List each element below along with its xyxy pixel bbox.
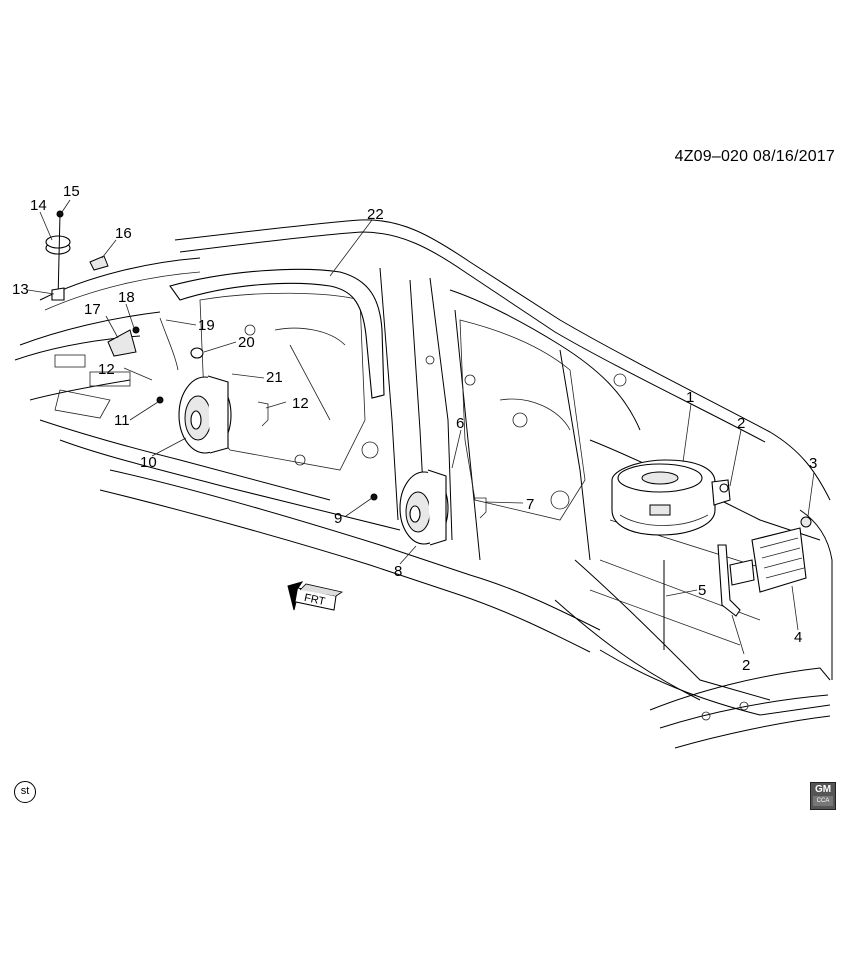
callout-12-right: 12 bbox=[292, 395, 309, 412]
callout-14: 14 bbox=[30, 197, 47, 214]
callout-17: 17 bbox=[84, 301, 101, 318]
callout-12-left: 12 bbox=[98, 361, 115, 378]
callout-18: 18 bbox=[118, 289, 135, 306]
callout-22: 22 bbox=[367, 206, 384, 223]
callout-5: 5 bbox=[698, 582, 707, 599]
gm-logo-text: GM bbox=[814, 784, 832, 795]
part-17-tweeter-grille bbox=[107, 329, 137, 357]
callout-4: 4 bbox=[794, 629, 803, 646]
callout-1: 1 bbox=[686, 389, 695, 406]
callout-10: 10 bbox=[140, 454, 157, 471]
part-2-fastener bbox=[719, 483, 729, 493]
callout-15: 15 bbox=[63, 183, 80, 200]
part-18-clip bbox=[132, 326, 140, 334]
callout-2-lower: 2 bbox=[742, 657, 751, 674]
part-3-nut bbox=[800, 516, 812, 528]
callout-13: 13 bbox=[12, 281, 29, 298]
document-number: 4Z09–020 bbox=[674, 148, 749, 165]
callout-16: 16 bbox=[115, 225, 132, 242]
callouts bbox=[27, 199, 815, 655]
part-1-subwoofer-enclosure bbox=[611, 459, 731, 536]
part-7-harness bbox=[474, 497, 487, 519]
part-11-screw bbox=[156, 396, 164, 404]
part-22-roof-rail-trim bbox=[169, 268, 385, 399]
part-8-rear-door-speaker bbox=[399, 469, 449, 546]
callout-9: 9 bbox=[334, 510, 343, 527]
document-date: 08/16/2017 bbox=[752, 148, 835, 165]
part-20-grommet bbox=[190, 347, 204, 359]
callout-20: 20 bbox=[238, 334, 255, 351]
part-4-amplifier bbox=[729, 527, 807, 593]
gm-logo-subtext: CCA bbox=[813, 796, 833, 806]
callout-8: 8 bbox=[394, 563, 403, 580]
callout-2-upper: 2 bbox=[737, 415, 746, 432]
gm-logo: GM CCA bbox=[810, 782, 836, 810]
front-direction-indicator: FRT bbox=[286, 580, 346, 616]
part-12-harness bbox=[257, 401, 269, 427]
antenna-assembly bbox=[45, 210, 109, 301]
callout-6: 6 bbox=[456, 415, 465, 432]
callout-3: 3 bbox=[809, 455, 818, 472]
part-2-bracket bbox=[717, 544, 741, 617]
callout-21: 21 bbox=[266, 369, 283, 386]
body-outline bbox=[14, 219, 833, 749]
part-9-screw bbox=[370, 493, 378, 501]
callout-7: 7 bbox=[526, 496, 535, 513]
document-id: 4Z09–020 08/16/2017 bbox=[675, 148, 835, 166]
st-badge: st bbox=[14, 781, 36, 803]
part-19-wire bbox=[159, 317, 179, 371]
part-10-front-door-speaker bbox=[178, 375, 232, 454]
callout-11: 11 bbox=[114, 412, 130, 429]
callout-19: 19 bbox=[198, 317, 215, 334]
